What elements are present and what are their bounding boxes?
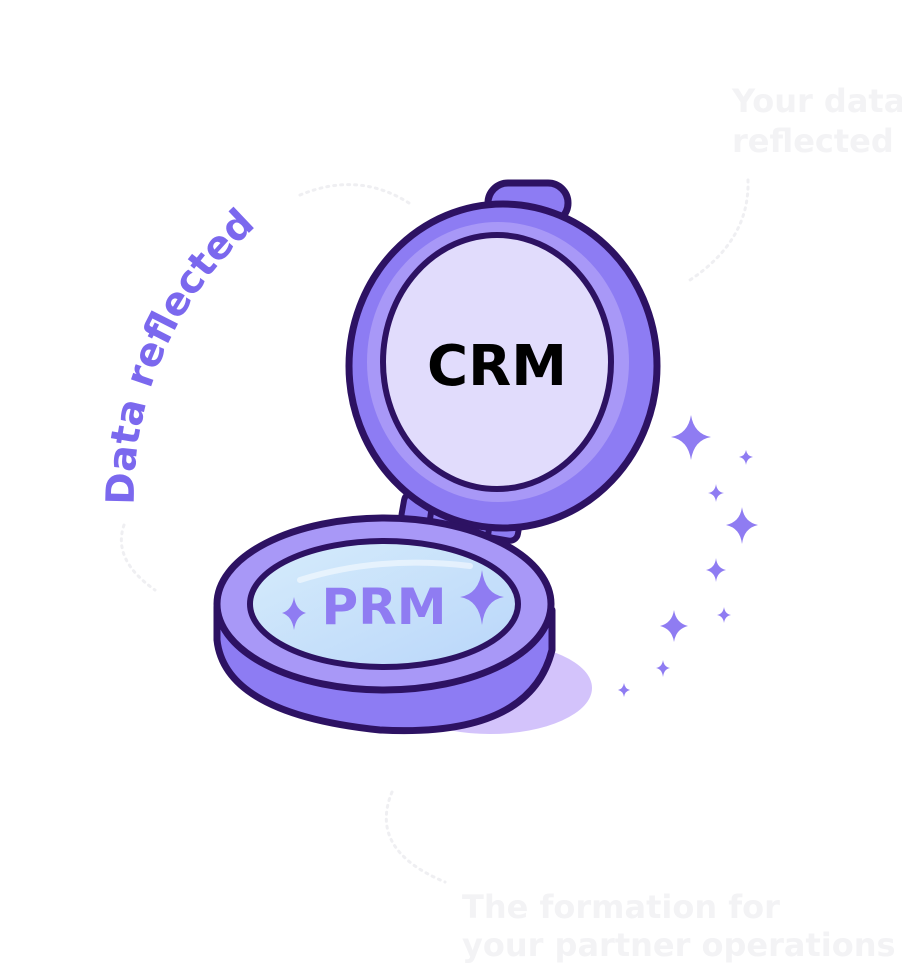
svg-text:The formation for: The formation for (462, 888, 780, 926)
sparkle-icon (708, 484, 724, 502)
mirror-glass (380, 232, 614, 492)
dashed-arrow-bottom (384, 790, 447, 884)
faint-note-bottom: The formation for your partner operation… (462, 888, 896, 964)
sparkle-icon (739, 450, 753, 465)
dashed-arrow-top-right (688, 178, 750, 282)
crm-label: CRM (427, 334, 567, 399)
sparkle-icon (282, 597, 306, 630)
svg-text:reflected: reflected (732, 122, 894, 160)
sparkle-icon (671, 415, 711, 460)
prm-label: PRM (322, 578, 447, 636)
sparkle-icon (706, 558, 726, 582)
compact-base: PRM (213, 514, 556, 735)
svg-text:Your data: Your data (731, 82, 902, 120)
sparkle-icon (460, 570, 504, 625)
sparkle-icon (656, 660, 670, 677)
sparkle-icon (618, 683, 630, 697)
sparkle-icon (726, 507, 758, 544)
svg-text:your partner operations: your partner operations (462, 926, 896, 964)
dashed-arrow-top-left (298, 183, 414, 207)
sparkle-trail (618, 415, 758, 697)
faint-note-top: Your data reflected (731, 82, 902, 160)
curved-caption: Data reflected (99, 200, 264, 505)
sparkle-icon (660, 610, 688, 642)
mirror-lid: CRM (345, 179, 661, 532)
sparkle-icon (717, 607, 731, 623)
curved-caption-text: Data reflected (99, 200, 264, 505)
dashed-arrow-left (119, 523, 157, 592)
